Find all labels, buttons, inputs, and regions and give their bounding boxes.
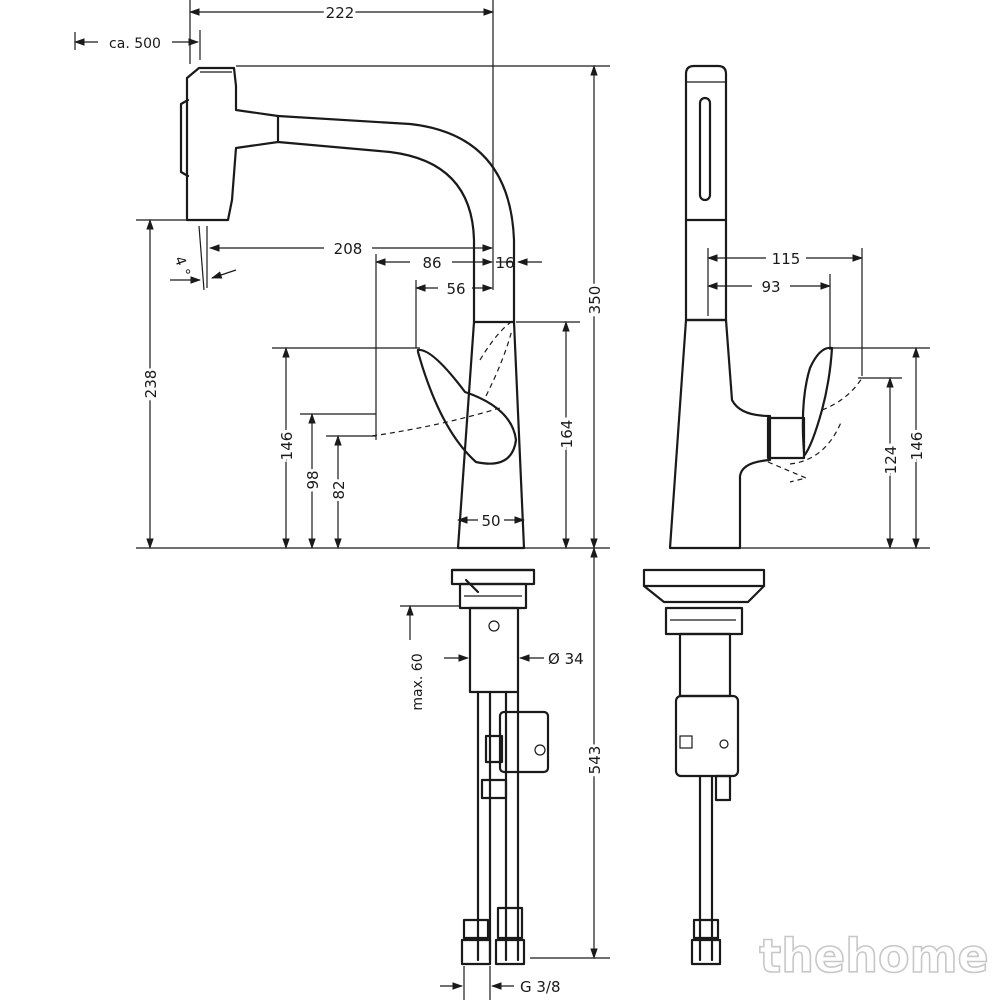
dim-ca-500: ca. 500	[109, 36, 161, 52]
dim-56: 56	[446, 280, 465, 298]
dim-4-degrees: 4 °	[171, 254, 193, 279]
dim-208: 208	[334, 240, 363, 258]
dim-max-60: max. 60	[410, 653, 426, 710]
dim-86: 86	[422, 254, 441, 272]
dim-164: 164	[558, 420, 576, 449]
dimension-labels: 222 ca. 500 208 86 16 56 4 ° 350 238 146…	[109, 1, 929, 996]
front-view-faucet	[642, 64, 863, 966]
dim-98: 98	[304, 470, 322, 489]
dimension-lines	[73, 0, 930, 1000]
dim-50: 50	[481, 512, 500, 530]
dim-350: 350	[586, 286, 604, 315]
dim-222: 222	[326, 4, 355, 22]
dim-g-3-8: G 3/8	[520, 978, 561, 996]
watermark-logo: thehome	[759, 929, 988, 983]
dim-124: 124	[882, 446, 900, 475]
dim-16: 16	[495, 254, 514, 272]
dim-146-left: 146	[278, 432, 296, 461]
dim-93: 93	[761, 278, 780, 296]
dim-238: 238	[142, 370, 160, 399]
dim-146-right: 146	[908, 432, 926, 461]
dim-82: 82	[330, 480, 348, 499]
dim-diameter-34: Ø 34	[548, 650, 584, 668]
dim-543: 543	[586, 746, 604, 775]
dim-115: 115	[772, 250, 801, 268]
